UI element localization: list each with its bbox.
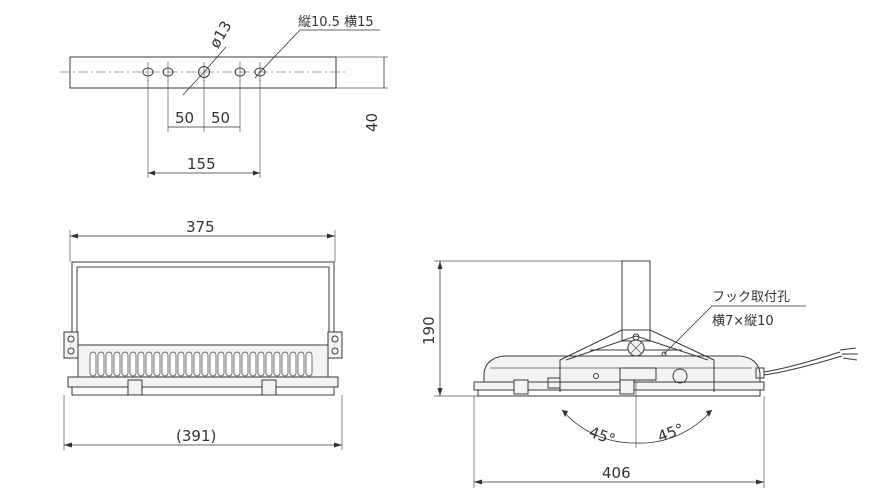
front-view: 375 [63,218,343,450]
hook-hole-label: フック取付孔 [712,290,790,305]
cable-lead [842,357,858,361]
side-clip [513,379,529,395]
side-clip [619,379,635,395]
cable-gland [755,367,765,379]
side-housing [483,355,761,385]
base-frame [71,386,335,396]
knob-bolt [331,347,339,355]
lens-frame [67,376,339,388]
bracket-base-block [619,367,657,381]
cable-lead [839,347,857,351]
u-bracket-inner [76,266,330,340]
hole-diameter-label: ø13 [206,18,236,51]
knob-bolt [67,335,75,343]
plate-height-label: 40 [363,113,381,132]
pitch-left-label: 50 [175,109,194,127]
arm-left [565,335,637,361]
angle-arc-right [635,409,713,444]
adjust-knob [672,368,688,384]
angle-left-label: 45° [587,423,618,449]
knob-bolt [67,347,75,355]
overall-width-label: (391) [176,427,216,445]
clip [261,379,277,396]
bracket-plate-outline [69,56,337,89]
u-bracket [71,261,335,340]
heat-sink-fins [89,351,313,377]
clip [127,379,143,396]
side-height-label: 190 [420,316,438,345]
knob-bolt [331,335,339,343]
top-view: ø13 縦10.5 横15 50 50 155 40 [60,15,388,178]
pivot-screw [632,333,640,341]
side-base-frame [477,389,761,397]
hole-diameter-leader [182,46,227,96]
screw-hole [593,373,599,379]
angle-right-label: 45° [655,420,686,446]
hook-hole-size-label: 横7×縦10 [712,314,774,329]
angle-arc-left [561,409,637,444]
mounting-post [621,260,651,342]
angle-arrows [562,410,712,417]
side-width-label: 406 [602,464,631,482]
slot-size-leader [254,29,380,79]
cable-wire [763,355,843,376]
span-label: 155 [187,155,216,173]
side-view: 190 フック取付孔 横7×縦 [420,260,858,488]
bracket-arms [559,329,715,392]
hook-hole [661,351,667,357]
pitch-right-label: 50 [211,109,230,127]
cable-wire [763,351,841,373]
slot-size-label: 縦10.5 横15 [298,15,374,30]
hook-hole-leader [663,305,806,355]
arm-right [635,335,709,361]
bracket-width-label: 375 [186,218,215,236]
